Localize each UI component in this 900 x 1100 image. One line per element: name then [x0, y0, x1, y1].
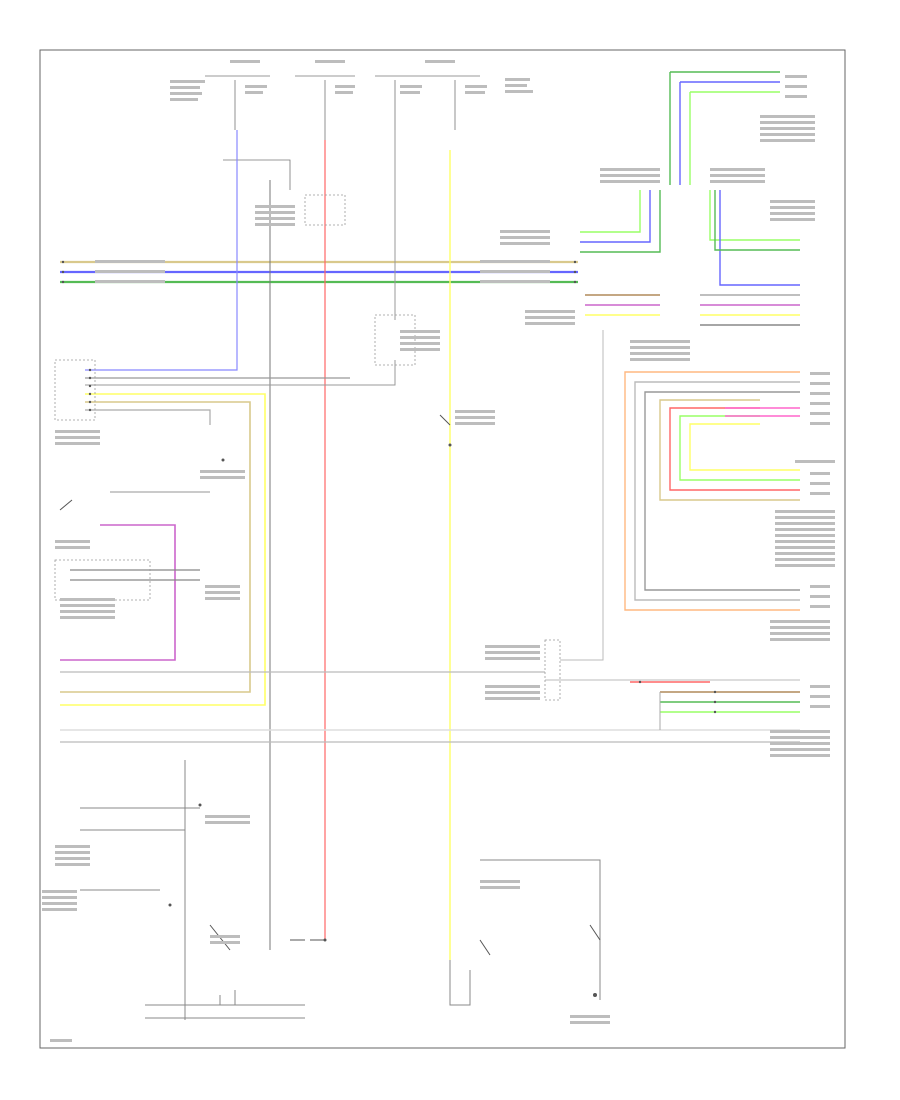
label-marks — [42, 60, 835, 1042]
wire-gray-drop — [85, 360, 396, 386]
connector-pins — [61, 260, 717, 997]
fuse-box-rail — [205, 75, 480, 190]
switch-symbols — [59, 414, 601, 956]
wire-blue-feed — [85, 130, 238, 371]
left-module-wires — [60, 377, 800, 743]
component-outlines — [54, 194, 561, 701]
lower-left-wires — [80, 760, 601, 1020]
lower-right-wires — [545, 679, 800, 730]
right-side-wires — [560, 71, 800, 661]
diagram-frame — [39, 49, 846, 1049]
vertical-feeds — [85, 130, 451, 960]
right-middle-loops — [624, 371, 800, 611]
